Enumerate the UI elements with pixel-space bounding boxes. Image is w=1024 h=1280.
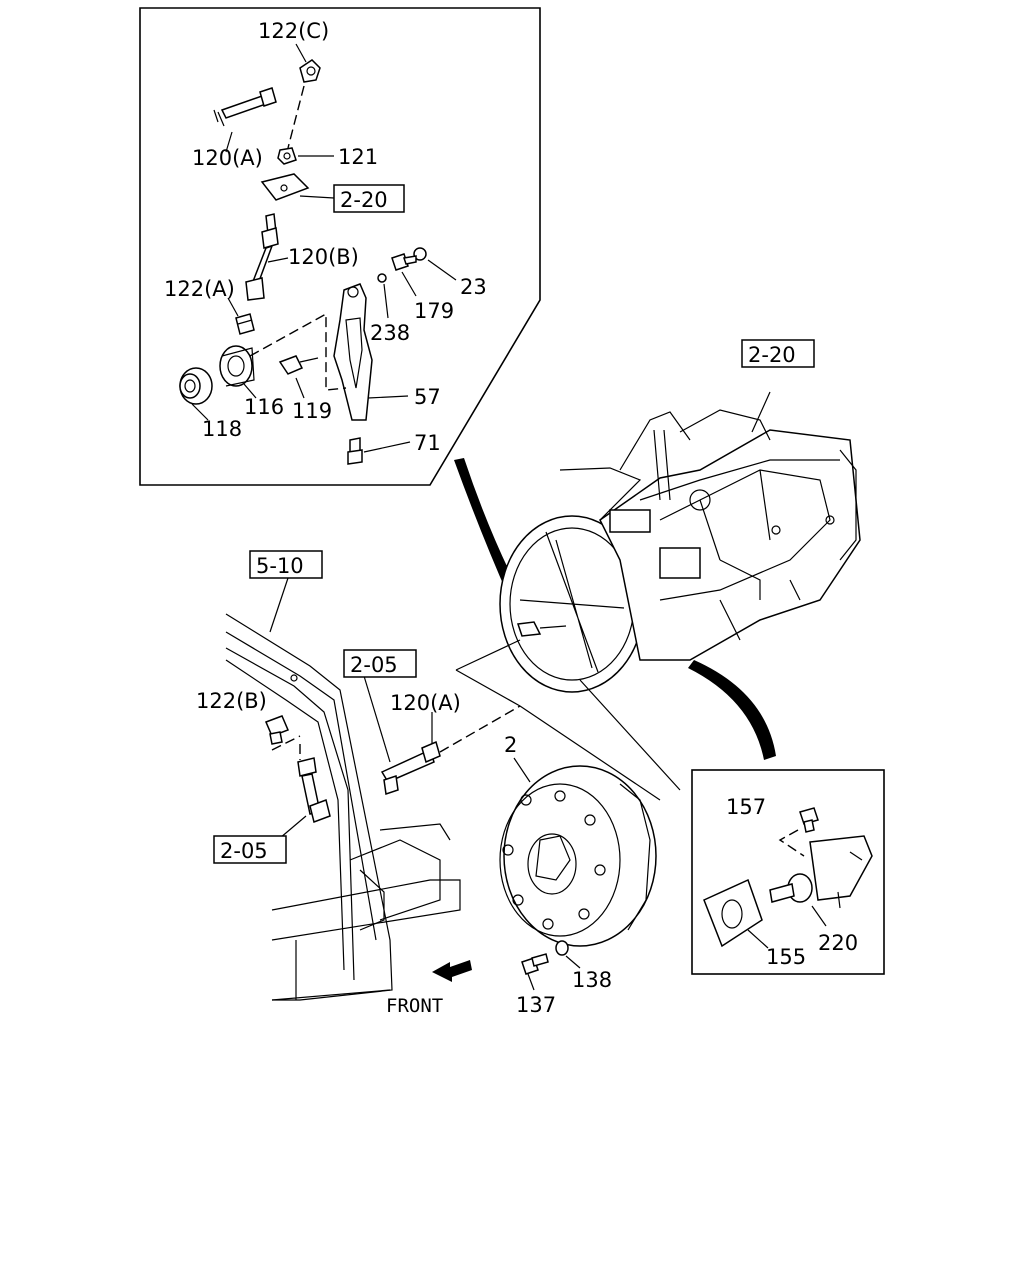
fitting-122b (265, 715, 289, 745)
hub-116 (219, 345, 255, 387)
ref-box-2-05-lower (213, 835, 287, 864)
ref-2-05-lower: 2-05 (220, 839, 268, 863)
flex-hose-205 (297, 757, 331, 823)
hose-120b (245, 213, 279, 301)
gasket-155 (703, 878, 763, 948)
label-118: 118 (202, 417, 242, 441)
bracket-part (260, 173, 310, 201)
ref-5-10: 5-10 (256, 554, 304, 578)
slave-cylinder-inset: 157 220 155 (691, 769, 885, 975)
transmission (499, 409, 861, 693)
slave-cylinder-220 (769, 835, 873, 909)
hose-120a-middle (380, 740, 441, 795)
label-2: 2 (504, 733, 517, 757)
washer-138 (555, 940, 569, 956)
label-138: 138 (572, 968, 612, 992)
clip-119 (278, 355, 319, 375)
arrow-to-slave-inset (688, 660, 776, 760)
label-57: 57 (414, 385, 441, 409)
washer-23 (413, 247, 427, 261)
ref-box-2-05-upper (343, 649, 417, 678)
bolt-71 (347, 437, 363, 465)
label-122a: 122(A) (164, 277, 235, 301)
label-120a-top: 120(A) (192, 146, 263, 170)
label-122c: 122(C) (258, 19, 329, 43)
label-121: 121 (338, 145, 378, 169)
ref-2-20-main: 2-20 (748, 343, 796, 367)
label-122b: 122(B) (196, 689, 267, 713)
ref-2-20-top: 2-20 (340, 188, 388, 212)
label-119: 119 (292, 399, 332, 423)
bolt-137 (521, 953, 549, 975)
release-fork-57 (333, 283, 373, 421)
label-179: 179 (414, 299, 454, 323)
ref-box-5-10 (249, 550, 323, 579)
hose-120a-upper (213, 87, 277, 127)
bolt-157 (799, 807, 819, 833)
clutch-cover-2 (499, 765, 657, 947)
front-arrow-icon (432, 960, 472, 982)
release-fork-inset: 122(C) 120(A) 121 2-20 (139, 7, 541, 486)
label-71: 71 (414, 431, 441, 455)
ref-box-2-20-main (741, 339, 815, 368)
label-120a-mid: 120(A) (390, 691, 461, 715)
label-220: 220 (818, 931, 858, 955)
bearing-118 (179, 367, 213, 405)
label-116: 116 (244, 395, 284, 419)
ref-2-05-upper: 2-05 (350, 653, 398, 677)
label-120b: 120(B) (288, 245, 359, 269)
nut-121 (277, 147, 297, 165)
front-label: FRONT (386, 995, 443, 1017)
fitting-122c (299, 59, 321, 83)
frame-rail (225, 613, 461, 1001)
pin-238 (377, 273, 387, 283)
label-157: 157 (726, 795, 766, 819)
ref-box-2-20-top (333, 184, 405, 213)
fitting-122a (235, 313, 255, 335)
label-238: 238 (370, 321, 410, 345)
bolt-179 (391, 253, 417, 271)
label-155: 155 (766, 945, 806, 969)
label-23: 23 (460, 275, 487, 299)
label-137: 137 (516, 993, 556, 1017)
